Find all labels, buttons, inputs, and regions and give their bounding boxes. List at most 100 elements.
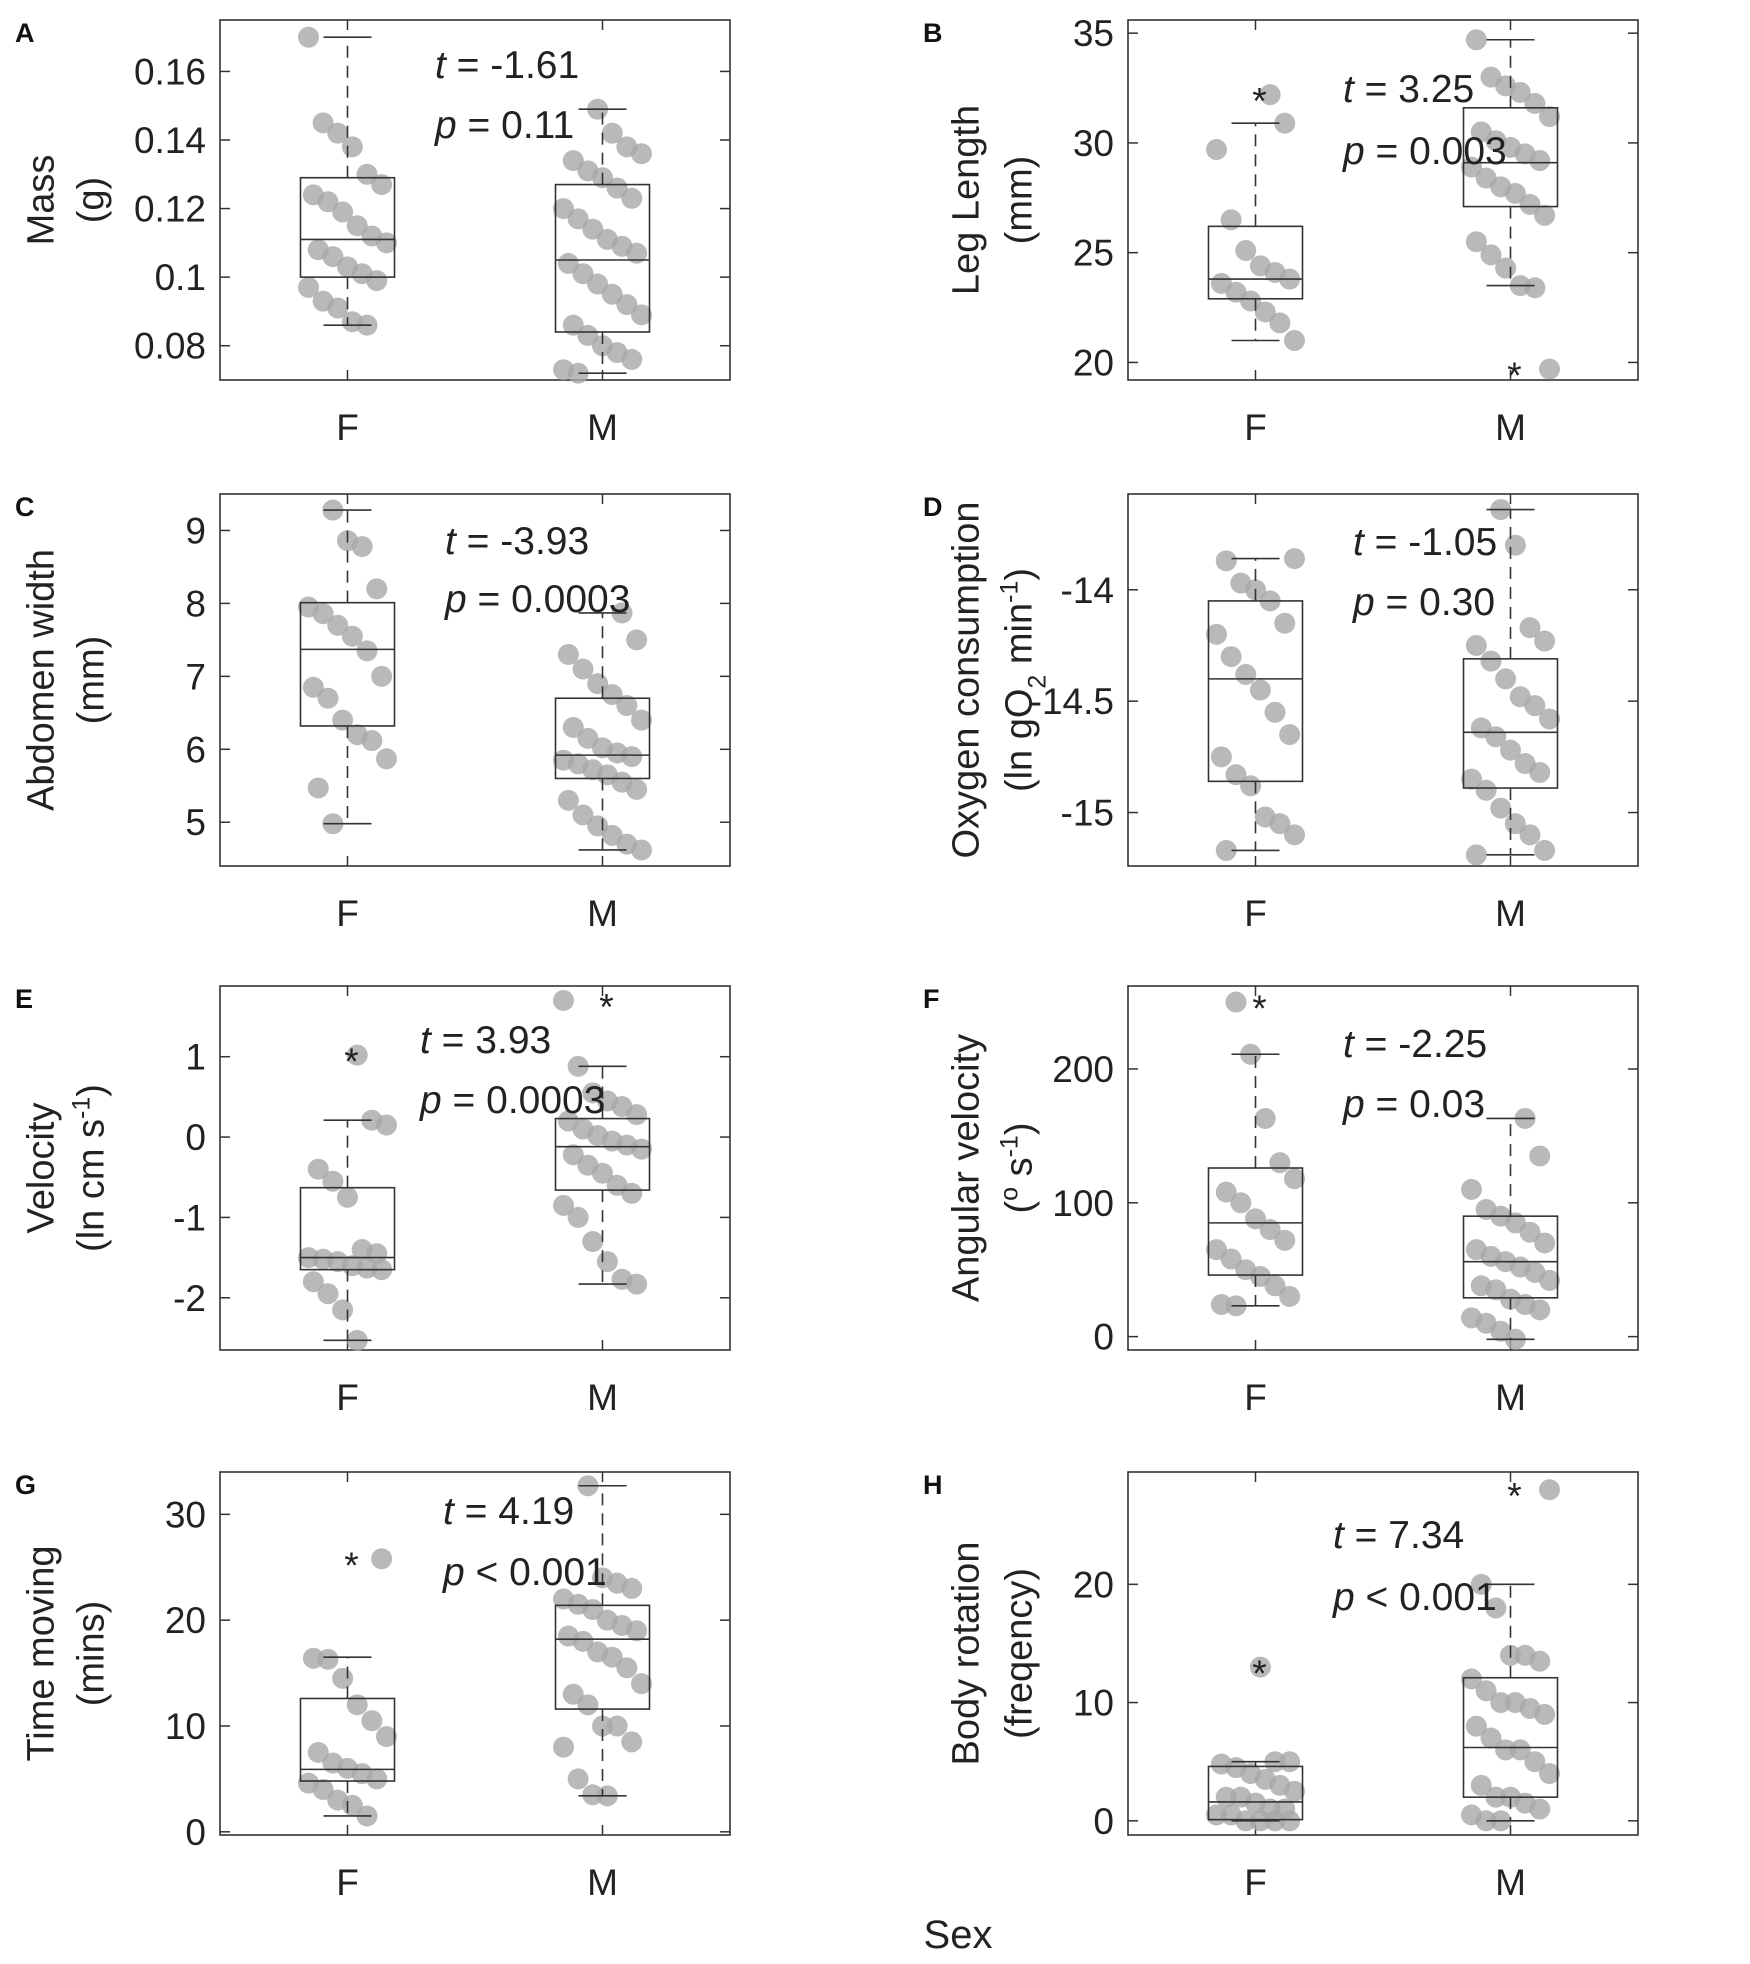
xtick-label: M <box>587 893 618 934</box>
t-statistic: t = 7.34 <box>1333 1514 1464 1557</box>
panel-label: G <box>15 1470 36 1500</box>
data-point <box>1509 81 1531 103</box>
data-point <box>346 215 368 237</box>
data-point <box>606 1715 628 1737</box>
data-point <box>601 283 623 305</box>
data-point <box>1500 739 1521 761</box>
outlier-marker: * <box>1252 988 1266 1029</box>
data-point <box>1220 1248 1242 1270</box>
data-point <box>1235 663 1257 685</box>
ytick-label: -2 <box>173 1278 206 1319</box>
y-axis-unit: (ln cm s-1) <box>67 1084 112 1252</box>
data-point <box>626 1620 648 1642</box>
data-point <box>371 1548 393 1570</box>
data-point <box>1470 1774 1492 1796</box>
ytick-label: 0.16 <box>134 51 206 92</box>
ytick-label: 0.14 <box>134 120 206 161</box>
data-point <box>1519 617 1541 639</box>
data-point <box>1259 1219 1281 1241</box>
data-point <box>1519 193 1541 215</box>
data-point <box>1539 358 1560 380</box>
data-point <box>626 778 648 800</box>
box-M <box>1461 1107 1560 1350</box>
data-point <box>1230 1192 1252 1214</box>
data-point <box>366 1768 388 1790</box>
ytick-label: 35 <box>1073 13 1114 54</box>
p-value: p = 0.0003 <box>419 1079 605 1122</box>
ytick-label: 100 <box>1052 1183 1114 1224</box>
data-point <box>621 1731 643 1753</box>
ytick-label: 30 <box>1073 123 1114 164</box>
box-M <box>1461 499 1560 866</box>
data-point <box>1269 813 1291 835</box>
data-point <box>621 348 643 370</box>
xtick-label: M <box>1495 893 1526 934</box>
data-point <box>562 716 584 738</box>
t-statistic: t = -3.93 <box>445 520 589 563</box>
iqr-box <box>554 183 651 333</box>
data-point <box>317 687 339 709</box>
y-axis-unit: (ln gO2 min-1) <box>995 568 1051 792</box>
data-point <box>1480 650 1502 672</box>
data-point <box>1539 1269 1560 1291</box>
p-value: p = 0.30 <box>1352 581 1495 624</box>
data-point <box>1465 634 1487 656</box>
iqr-box <box>299 601 396 727</box>
xtick-label: M <box>1495 1862 1526 1903</box>
xtick-label: F <box>336 893 359 934</box>
xtick-label: M <box>587 1862 618 1903</box>
xtick-label: F <box>336 407 359 448</box>
panel-label: C <box>15 492 35 522</box>
data-point <box>626 1273 648 1295</box>
data-point <box>1534 1703 1556 1725</box>
data-point <box>1284 824 1305 846</box>
ytick-label: 0.12 <box>134 189 206 230</box>
data-point <box>376 1114 397 1136</box>
data-point <box>1475 1810 1497 1832</box>
data-point <box>1504 534 1526 556</box>
outlier-marker: * <box>1252 81 1266 122</box>
t-statistic: t = -2.25 <box>1343 1023 1487 1066</box>
data-point <box>356 163 378 185</box>
p-value: p < 0.001 <box>442 1551 607 1594</box>
data-point <box>601 122 623 144</box>
ytick-label: 0 <box>185 1117 206 1158</box>
data-point <box>1465 1715 1487 1737</box>
data-point <box>1480 1727 1502 1749</box>
data-point <box>1475 1680 1497 1702</box>
data-point <box>351 536 373 558</box>
data-point <box>1490 1692 1512 1714</box>
data-point <box>631 709 652 731</box>
ytick-label: -1 <box>173 1197 206 1238</box>
data-point <box>298 276 319 298</box>
data-point <box>621 187 643 209</box>
ytick-label: 0 <box>185 1812 206 1853</box>
data-point <box>631 839 652 861</box>
data-point <box>626 1104 648 1126</box>
data-point <box>1539 708 1560 730</box>
data-point <box>572 1630 594 1652</box>
xtick-label: F <box>1244 1862 1267 1903</box>
xtick-label: F <box>1244 407 1267 448</box>
data-point <box>572 804 594 826</box>
iqr-box <box>1462 1676 1559 1798</box>
data-point <box>366 578 388 600</box>
data-point <box>582 1599 604 1621</box>
data-point <box>332 201 354 223</box>
iqr-box <box>1207 1167 1304 1276</box>
data-point <box>341 136 363 158</box>
data-point <box>1220 209 1242 231</box>
data-point <box>1284 1168 1305 1190</box>
data-point <box>1529 761 1551 783</box>
y-axis-unit: (mins) <box>70 1601 112 1707</box>
p-value: p = 0.03 <box>1342 1083 1485 1126</box>
y-axis-unit: (mm) <box>998 156 1040 245</box>
y-axis-unit: (mm) <box>70 636 112 725</box>
y-axis-label: Body rotation <box>945 1542 987 1766</box>
data-point <box>1225 991 1247 1013</box>
outlier-marker: * <box>1507 355 1521 396</box>
data-point <box>317 191 339 213</box>
panel-label: E <box>15 984 33 1014</box>
